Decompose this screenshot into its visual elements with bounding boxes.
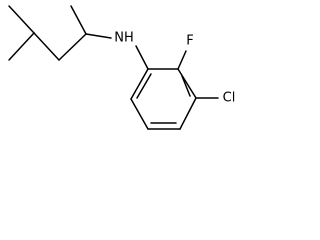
ring-double-bond-1 xyxy=(181,75,191,97)
bond-methyl-3 xyxy=(8,32,35,61)
ring-double-bond-3 xyxy=(136,73,152,99)
bond-methyl-2 xyxy=(8,5,35,34)
bond-n-to-ring xyxy=(135,45,149,70)
alkyl-chain xyxy=(8,5,112,61)
benzene-ring xyxy=(130,68,197,130)
bond-methyl-1 xyxy=(70,5,87,35)
bond-chain-2 xyxy=(58,33,87,61)
ring-bond-6 xyxy=(130,68,149,100)
amine-label: NH xyxy=(114,31,134,46)
fluorine-label: F xyxy=(186,34,193,49)
bond-to-fluorine xyxy=(177,50,187,70)
bond-chain-3 xyxy=(33,32,60,61)
chemical-structure-diagram: NH F Cl xyxy=(8,5,236,130)
ring-bond-2 xyxy=(177,68,197,99)
bond-c-to-n xyxy=(85,33,112,39)
ring-bond-3 xyxy=(179,97,197,130)
ring-bond-5 xyxy=(130,98,149,130)
chlorine-label: Cl xyxy=(223,91,236,106)
